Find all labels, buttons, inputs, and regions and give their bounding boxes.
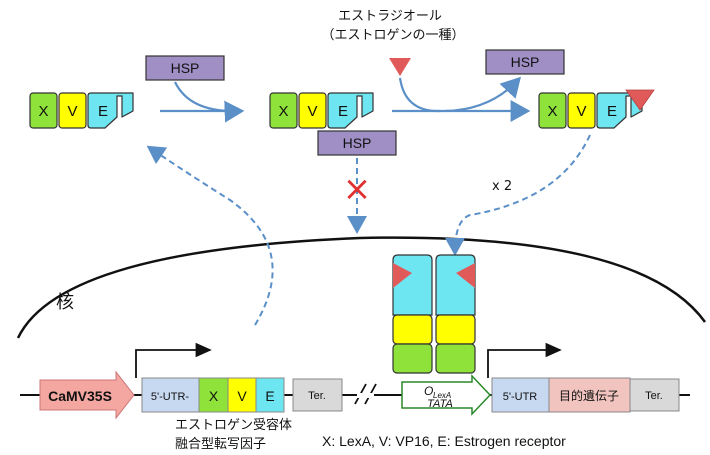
hsp-label: HSP — [171, 60, 200, 76]
fusion-protein-middle: X V E — [269, 92, 374, 129]
operator-label: O — [424, 384, 433, 398]
domain-x-label: X — [38, 103, 48, 120]
gene-v-box — [227, 377, 257, 413]
utr-box-left — [141, 377, 200, 413]
dimer-label: x 2 — [492, 179, 512, 194]
terminator-box-left — [292, 378, 343, 412]
hsp-label: HSP — [343, 135, 372, 151]
nuclear-membrane — [16, 236, 707, 339]
fusion-protein-right: X V E — [538, 89, 655, 129]
hsp-label: HSP — [511, 54, 540, 70]
hsp-bound: HSP — [317, 130, 397, 156]
fusion-caption-line1: エストロゲン受容体 — [175, 417, 292, 433]
operator-tata: O LexA TATA — [401, 374, 492, 416]
import-dashed-arrow — [445, 134, 591, 256]
estradiol-ligand-icon — [389, 58, 411, 76]
gene-x-label: X — [209, 388, 219, 404]
utr-right-label: 5'-UTR — [503, 391, 538, 403]
hsp-free-left: HSP — [145, 55, 225, 81]
estradiol-label-line2: （エストロゲンの一種） — [321, 27, 464, 43]
gene-v-label: V — [237, 388, 247, 404]
transcription-start-arrow-right — [487, 342, 562, 378]
domain-v-label: V — [576, 103, 586, 120]
estradiol-label-line1: エストラジオール — [338, 9, 442, 24]
ligand-binding-arrow — [398, 77, 441, 113]
fusion-protein-left: X V E — [29, 92, 134, 129]
domain-e-label: E — [98, 103, 108, 120]
tata-label: TATA — [427, 398, 453, 410]
operator-subscript: LexA — [433, 391, 451, 400]
promoter-label: CaMV35S — [48, 388, 112, 404]
ligand-bound-icon — [625, 89, 655, 111]
legend-text: X: LexA, V: VP16, E: Estrogen receptor — [322, 433, 566, 449]
hsp-binding-arrow — [174, 81, 245, 123]
ligand-dimer-right-icon — [456, 263, 475, 288]
domain-e-label: E — [607, 103, 617, 120]
hsp-release-arrow — [444, 76, 522, 113]
dimer-complex — [392, 254, 476, 374]
target-gene-label: 目的遺伝子 — [559, 388, 619, 403]
domain-x-label: X — [278, 103, 288, 120]
terminator-left-label: Ter. — [308, 390, 326, 402]
terminator-box-right — [629, 378, 680, 412]
ligand-dimer-left-icon — [393, 263, 412, 288]
gene-e-label: E — [265, 388, 274, 404]
utr-left-label: 5'-UTR- — [151, 391, 189, 403]
hsp-free-right: HSP — [485, 49, 565, 75]
domain-v-label: V — [67, 103, 77, 120]
blocked-cross-icon: × — [343, 169, 372, 209]
domain-e-label: E — [338, 103, 348, 120]
terminator-right-label: Ter. — [645, 390, 663, 402]
transcription-start-arrow-left — [135, 342, 212, 378]
utr-box-right — [491, 377, 550, 413]
export-dashed-arrow — [146, 145, 274, 326]
domain-v-label: V — [307, 103, 317, 120]
gene-e-box — [255, 377, 285, 413]
promoter-camv35s: CaMV35S — [39, 370, 135, 420]
domain-x-label: X — [547, 103, 557, 120]
fusion-caption-line2: 融合型転写因子 — [175, 437, 266, 452]
nucleus-label: 核 — [56, 292, 74, 313]
